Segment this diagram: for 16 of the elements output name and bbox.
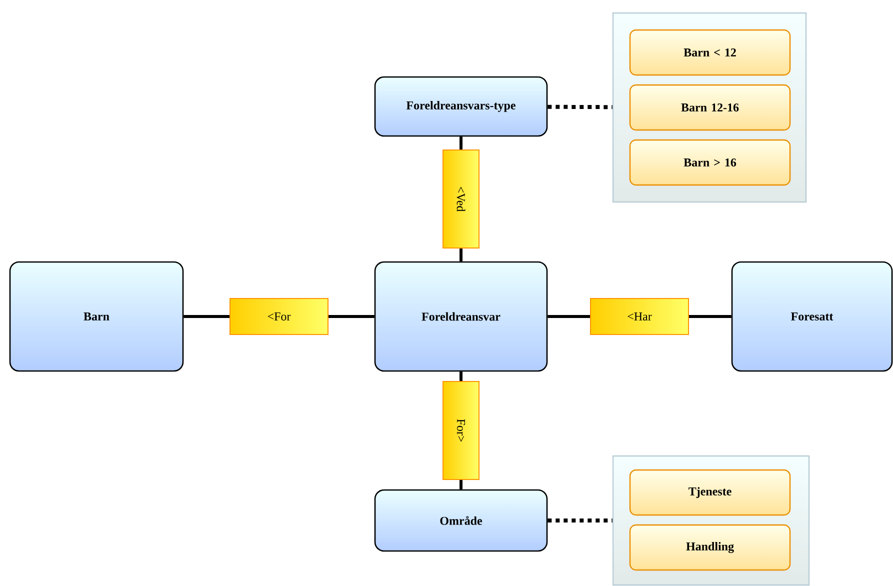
value-box: Barn < 12 [629,29,791,76]
connector [548,518,612,522]
entity-box: Område [374,489,548,552]
value-box: Barn > 16 [629,139,791,186]
edge-label: <For [230,298,328,335]
edge-label: <Ved [442,150,480,248]
value-box: Tjeneste [629,469,791,516]
connector [548,104,612,110]
entity-box: Foreldreansvar [374,261,548,372]
entity-box: Barn [9,261,184,372]
entity-box: Foreldreansvars-type [374,76,548,137]
edge-label: <Har [590,298,689,335]
value-box: Barn 12-16 [629,84,791,131]
edge-label: For> [442,381,480,480]
value-box: Handling [629,524,791,571]
entity-box: Foresatt [731,261,893,372]
